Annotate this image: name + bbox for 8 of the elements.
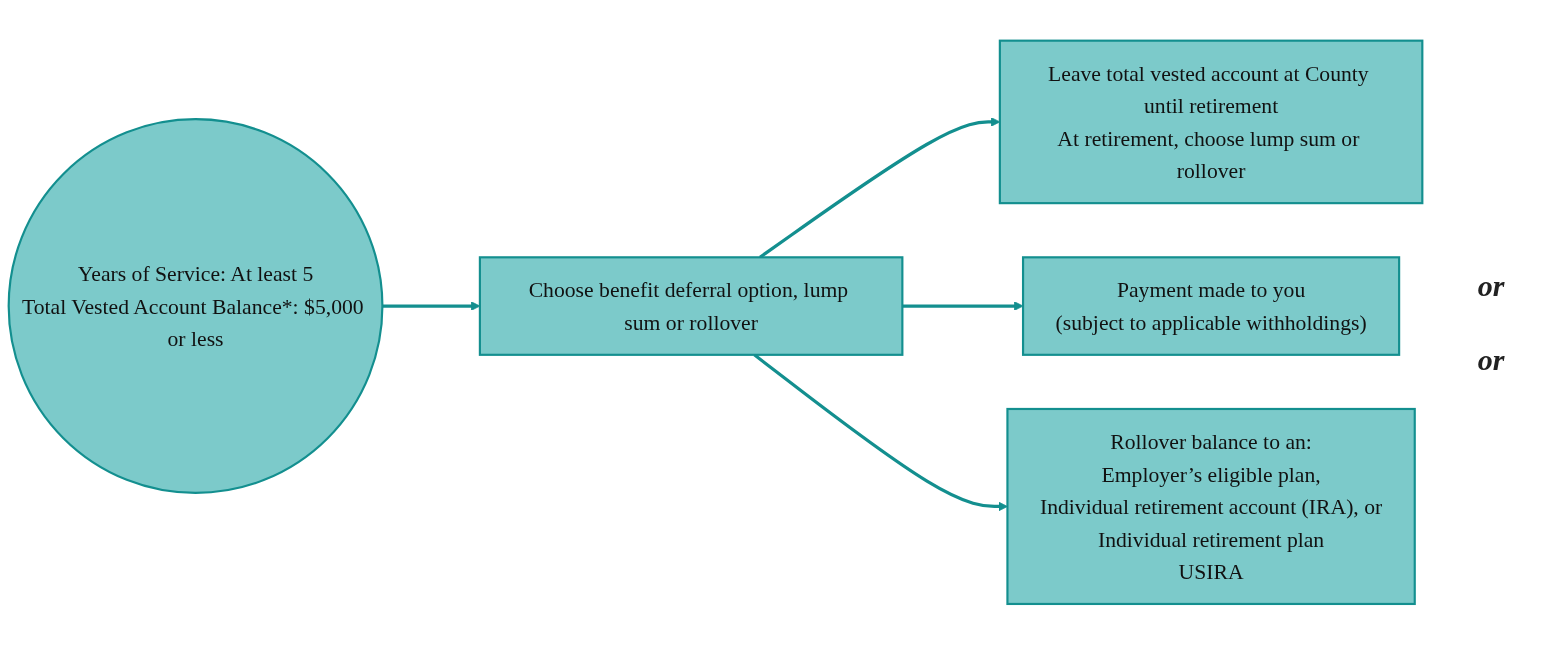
node-box: Rollover balance to an: Employer’s eligible plan, Individual retirement account (IRA), or Individual retirement plan USIRA xyxy=(1006,408,1416,606)
node-box: Choose benefit deferral option, lump sum or rollover xyxy=(478,256,904,357)
connector-word: or xyxy=(1477,342,1505,377)
node-box: Leave total vested account at County until retirement At retirement, choose lump sum or rollover xyxy=(998,39,1424,205)
node-circle: Years of Service: At least 5 Total Vested Account Balance*: $5,000 or less xyxy=(7,118,384,495)
node-box: Payment made to you (subject to applicable withholdings) xyxy=(1021,256,1401,357)
connector-word: or xyxy=(1477,268,1505,303)
arrow xyxy=(902,301,1024,311)
